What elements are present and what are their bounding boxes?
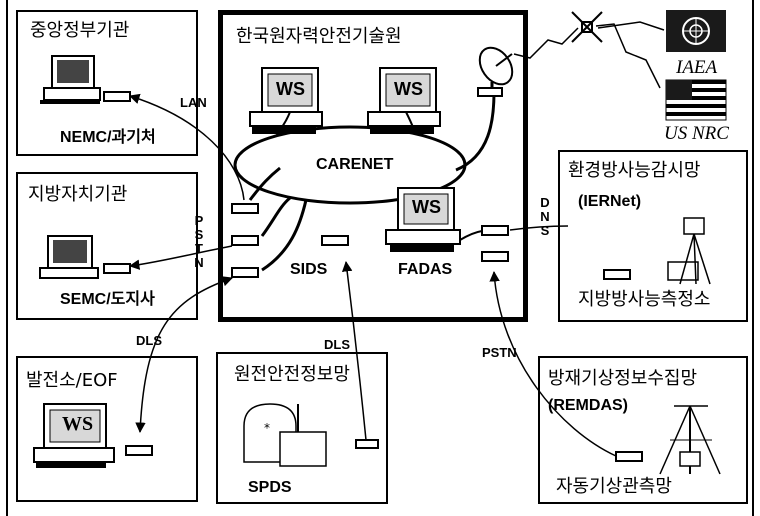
network-connector (460, 231, 482, 240)
pc-icon (40, 236, 98, 278)
lan-link-arrow (130, 96, 244, 200)
network-connector (262, 200, 306, 270)
modem-icon (482, 226, 508, 235)
un-flag-icon (666, 10, 726, 52)
dls-center-label: DLS (324, 338, 350, 351)
ws-badge: WS (62, 414, 93, 434)
modem-icon (232, 236, 258, 245)
us-flag-icon (666, 80, 726, 120)
modem-icon (232, 268, 258, 277)
weather-tower-icon (660, 406, 720, 474)
pstn-right-link-arrow (494, 272, 616, 456)
dls-left-label: DLS (136, 334, 162, 347)
pc-icon (40, 56, 100, 104)
modem-icon (104, 264, 130, 273)
reactor-icon: * (244, 404, 326, 466)
ws-computer (368, 68, 440, 134)
iaea-label: IAEA (676, 58, 717, 77)
fadas-label: FADAS (398, 262, 452, 278)
modem-icon (482, 252, 508, 261)
lan-label: LAN (180, 96, 207, 109)
ws-badge: WS (276, 80, 305, 98)
modem-icon (604, 270, 630, 279)
carenet-label: CARENET (316, 157, 393, 173)
dns-link (510, 226, 568, 230)
svg-text:*: * (264, 421, 270, 435)
ws-badge: WS (394, 80, 423, 98)
modem-icon (126, 446, 152, 455)
modem-icon (104, 92, 130, 101)
modem-icon (616, 452, 642, 461)
modem-icon (232, 204, 258, 213)
satellite-link (596, 24, 660, 88)
dns-label: DNS (540, 196, 550, 238)
ws-badge: WS (412, 198, 441, 216)
satellite-dish-icon (473, 42, 519, 96)
modem-icon (322, 236, 348, 245)
sids-label: SIDS (290, 262, 327, 278)
pstn-link-arrow (130, 246, 232, 266)
satellite-link (598, 22, 664, 30)
pstn-right-label: PSTN (482, 346, 517, 359)
us-nrc-label: US NRC (664, 124, 729, 143)
dls-link-arrow (140, 278, 232, 432)
satellite-icon (572, 12, 602, 42)
pstn-vertical-label: PSTN (194, 214, 204, 270)
ws-computer (250, 68, 322, 134)
satellite-link (514, 28, 578, 58)
network-connector (262, 198, 290, 236)
modem-icon (356, 440, 378, 448)
